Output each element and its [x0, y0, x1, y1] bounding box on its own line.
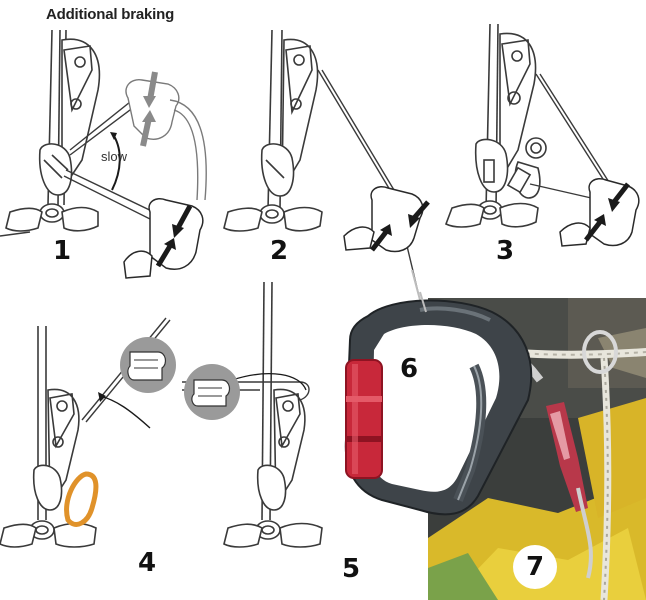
- arrow-5: [231, 373, 307, 391]
- step-number-5: 5: [342, 554, 361, 584]
- hand-brake-1-icon: [123, 198, 204, 279]
- fist-5-icon: [184, 364, 240, 420]
- gray-arrow-up: [140, 117, 152, 147]
- carabiner-6-icon: [344, 269, 544, 516]
- black-arrow-2b: [370, 230, 388, 252]
- step-number-6: 6: [400, 354, 419, 384]
- photo-scene: [428, 298, 646, 600]
- step-number-2: 2: [270, 236, 289, 266]
- slow-label: slow: [101, 149, 128, 164]
- panel-1-illustration: [0, 29, 161, 237]
- fist-4-icon: [120, 337, 176, 393]
- step-number-7: 7: [526, 552, 545, 582]
- black-arrow-2a: [412, 200, 430, 220]
- slow-arc-arrow: [111, 135, 121, 191]
- orange-carabiner-icon: [64, 471, 99, 527]
- step-number-4: 4: [138, 548, 157, 578]
- step-number-1: 1: [53, 236, 72, 266]
- black-arrow-3b: [584, 220, 602, 242]
- panel-2-illustration: [223, 29, 419, 293]
- panel-4-illustration: [0, 317, 171, 548]
- black-arrow-1a: [175, 204, 193, 230]
- hand-brake-3-icon: [559, 178, 640, 247]
- photo-panel-7: [428, 298, 646, 600]
- hand-gray-upper-icon: [125, 79, 207, 201]
- gray-arrow-down: [147, 71, 158, 101]
- step-number-3: 3: [496, 236, 515, 266]
- panel-3-illustration: [444, 23, 615, 228]
- page-title: Additional braking: [46, 6, 175, 23]
- slow-arrowhead: [110, 132, 117, 140]
- black-arrow-3a: [612, 182, 630, 204]
- panel-5-illustration: [182, 281, 323, 548]
- black-arrow-1b: [155, 244, 173, 268]
- arrow-4: [99, 395, 151, 429]
